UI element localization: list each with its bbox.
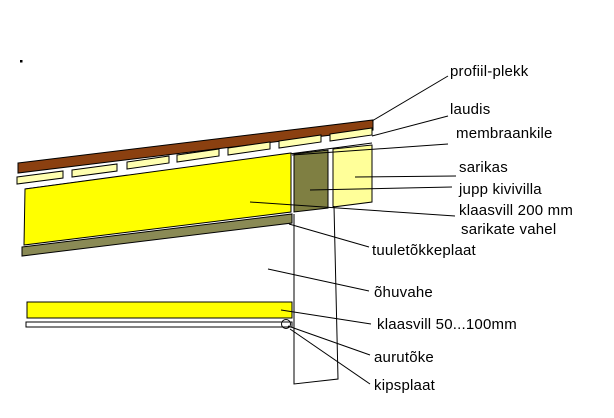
label-laudis: laudis bbox=[450, 101, 491, 118]
gypsum-board-shape bbox=[25, 321, 293, 328]
label-tuuletokkeplaat: tuuletõkkeplaat bbox=[372, 242, 476, 259]
leader-jupp-kivivilla bbox=[309, 186, 453, 191]
leader-laudis bbox=[371, 115, 449, 137]
leader-sarikas bbox=[354, 175, 457, 178]
label-profiil-plekk: profiil-plekk bbox=[450, 63, 529, 80]
leader-tuuletokkeplaat bbox=[288, 223, 370, 248]
leader-aurutoke bbox=[287, 325, 371, 356]
label-ohuvahe: õhuvahe bbox=[374, 284, 433, 301]
label-sarikate-vahel: sarikate vahel bbox=[461, 221, 557, 238]
stray-dot bbox=[20, 60, 23, 63]
glasswool-50-100-shape bbox=[26, 301, 293, 319]
label-aurutoke: aurutõke bbox=[374, 349, 434, 366]
leader-membraankile bbox=[291, 143, 449, 156]
boarding-board-shape bbox=[126, 155, 170, 170]
label-sarikas: sarikas bbox=[459, 159, 508, 176]
wind-barrier-shape bbox=[21, 213, 293, 257]
vapor-barrier-marker-circle bbox=[281, 319, 291, 329]
profiled-sheet-shape bbox=[17, 119, 374, 174]
boarding-board-shape bbox=[278, 134, 322, 149]
boarding-board-shape bbox=[16, 170, 64, 185]
leader-ohuvahe bbox=[267, 268, 370, 292]
leader-klaasvill-50-100 bbox=[280, 309, 372, 325]
leader-kipsplaat bbox=[289, 328, 371, 385]
boarding-board-shape bbox=[71, 163, 118, 178]
label-kipsplaat: kipsplaat bbox=[374, 377, 436, 394]
glasswool-200-shape bbox=[23, 152, 292, 246]
rafter-shape bbox=[332, 144, 373, 208]
boarding-board-shape bbox=[227, 141, 271, 156]
section-cut-band bbox=[293, 205, 339, 385]
leader-klaasvill-200 bbox=[249, 201, 456, 217]
label-klaasvill-50-100: klaasvill 50...100mm bbox=[377, 316, 517, 333]
label-membraankile: membraankile bbox=[456, 125, 553, 142]
label-klaasvill-200: klaasvill 200 mm bbox=[459, 202, 574, 219]
leader-profiil-plekk bbox=[371, 75, 449, 122]
rockwool-piece-shape bbox=[293, 149, 329, 213]
boarding-board-shape bbox=[329, 127, 373, 142]
boarding-board-shape bbox=[176, 148, 220, 163]
label-jupp-kivivilla: jupp kivivilla bbox=[459, 181, 542, 198]
